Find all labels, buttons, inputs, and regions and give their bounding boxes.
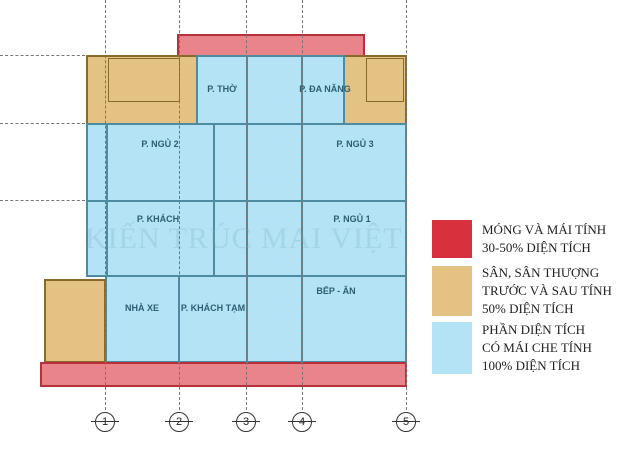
roof-area	[177, 34, 365, 57]
foundation	[40, 362, 407, 387]
level-line	[0, 55, 85, 56]
terrace-parapet	[108, 58, 180, 102]
front-yard	[44, 279, 106, 363]
room-label-ngu-3: P. NGỦ 3	[336, 139, 374, 149]
legend-swatch-blue	[432, 322, 472, 374]
grid-line	[105, 0, 106, 410]
grid-line	[179, 0, 180, 410]
room-label-khach-tam: P. KHÁCH TẠM	[180, 303, 246, 313]
level-line	[0, 123, 85, 124]
legend-swatch-tan	[432, 266, 472, 316]
legend-swatch-red	[432, 220, 472, 258]
room-label-ngu-2: P. NGỦ 2	[141, 139, 179, 149]
room-label-khach: P. KHÁCH	[136, 214, 180, 224]
watermark: KIẾN TRÚC MAI VIỆT	[85, 222, 403, 255]
level-line	[0, 200, 85, 201]
axis-marker-3: 3	[232, 412, 260, 432]
grid-line	[246, 0, 247, 410]
axis-marker-4: 4	[288, 412, 316, 432]
room-label-bep-an: BẾP - ĂN	[316, 286, 356, 296]
ground-floor	[105, 275, 407, 363]
room-label-nha-xe: NHÀ XE	[124, 303, 160, 313]
terrace-parapet	[366, 58, 404, 102]
room-label-ngu-1: P. NGỦ 1	[333, 214, 371, 224]
room-label-da-nang: P. ĐA NĂNG	[299, 84, 351, 94]
axis-marker-1: 1	[91, 412, 119, 432]
grid-line	[406, 0, 407, 410]
axis-marker-5: 5	[392, 412, 420, 432]
grid-line	[302, 0, 303, 410]
axis-marker-2: 2	[165, 412, 193, 432]
room-label-tho: P. THỜ	[207, 84, 237, 94]
